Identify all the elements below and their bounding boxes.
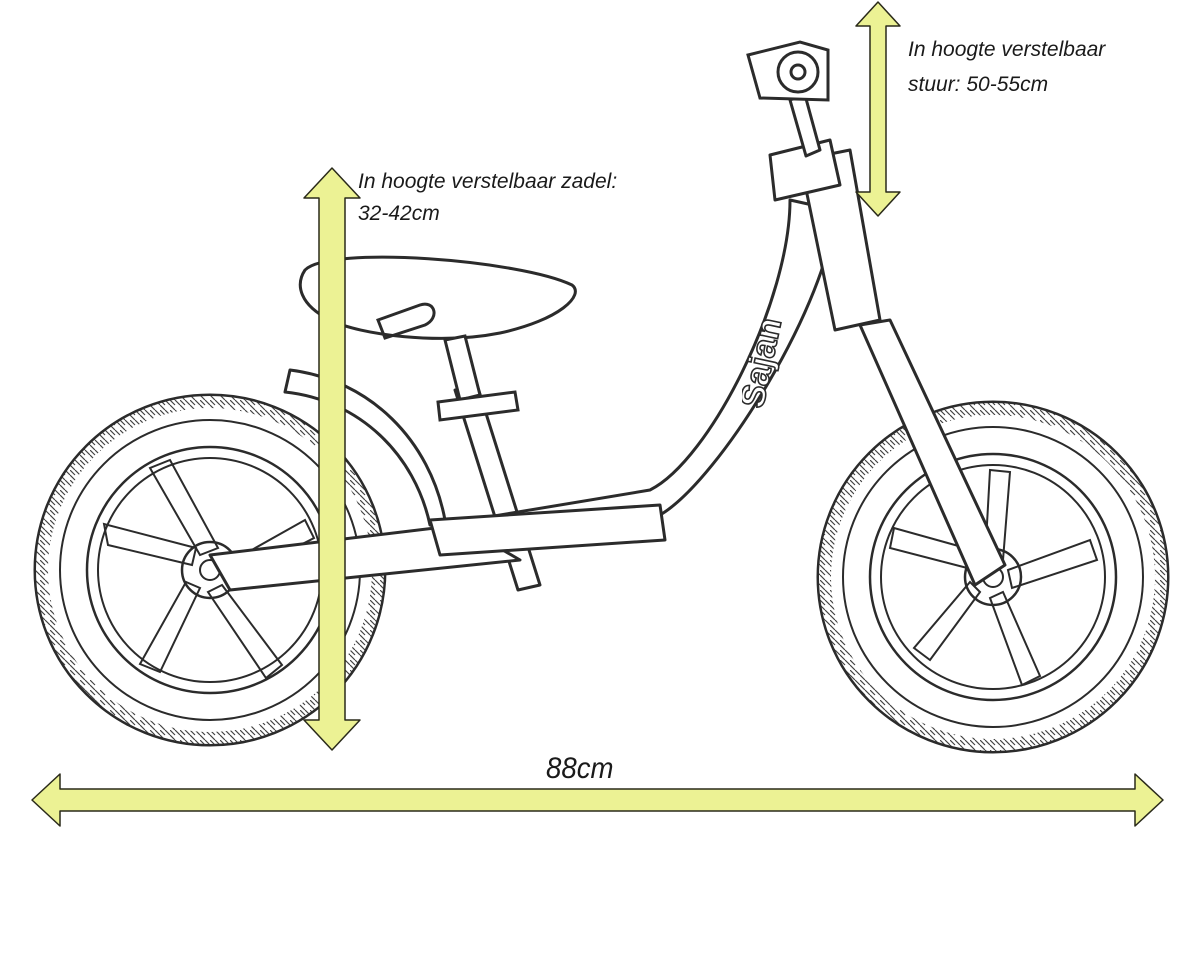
bike-frame [208, 93, 1007, 592]
saddle-height-arrow [303, 167, 361, 751]
front-rim-inner [880, 464, 1106, 690]
seat-clamp [436, 390, 520, 422]
handlebar-height-arrow [855, 1, 901, 217]
front-spokes [888, 468, 1099, 687]
handlebar-post [788, 93, 822, 158]
footrest [428, 503, 667, 557]
total-length-label: 88cm [546, 752, 614, 785]
front-tire-outer [816, 400, 1170, 754]
handlebar-height-label: In hoogte verstelbaar [908, 38, 1106, 61]
seat-post [443, 334, 482, 402]
handlebar-grip [746, 40, 830, 102]
saddle-height-label: In hoogte verstelbaar zadel: [358, 170, 618, 193]
front-fork [858, 318, 1007, 587]
brand-text: Sajan [742, 314, 789, 411]
front-tire-tread [819, 403, 1167, 751]
brand-logo: Sajan [732, 270, 802, 460]
front-rim-outer [868, 452, 1118, 702]
front-wheel [816, 400, 1170, 754]
handlebar-height-range: stuur: 50-55cm [908, 73, 1049, 96]
arrows [31, 1, 1164, 827]
length-arrow [31, 773, 1164, 827]
front-tire-inner [842, 426, 1144, 728]
saddle-height-range: 32-42cm [358, 202, 440, 225]
saddle [298, 255, 577, 422]
